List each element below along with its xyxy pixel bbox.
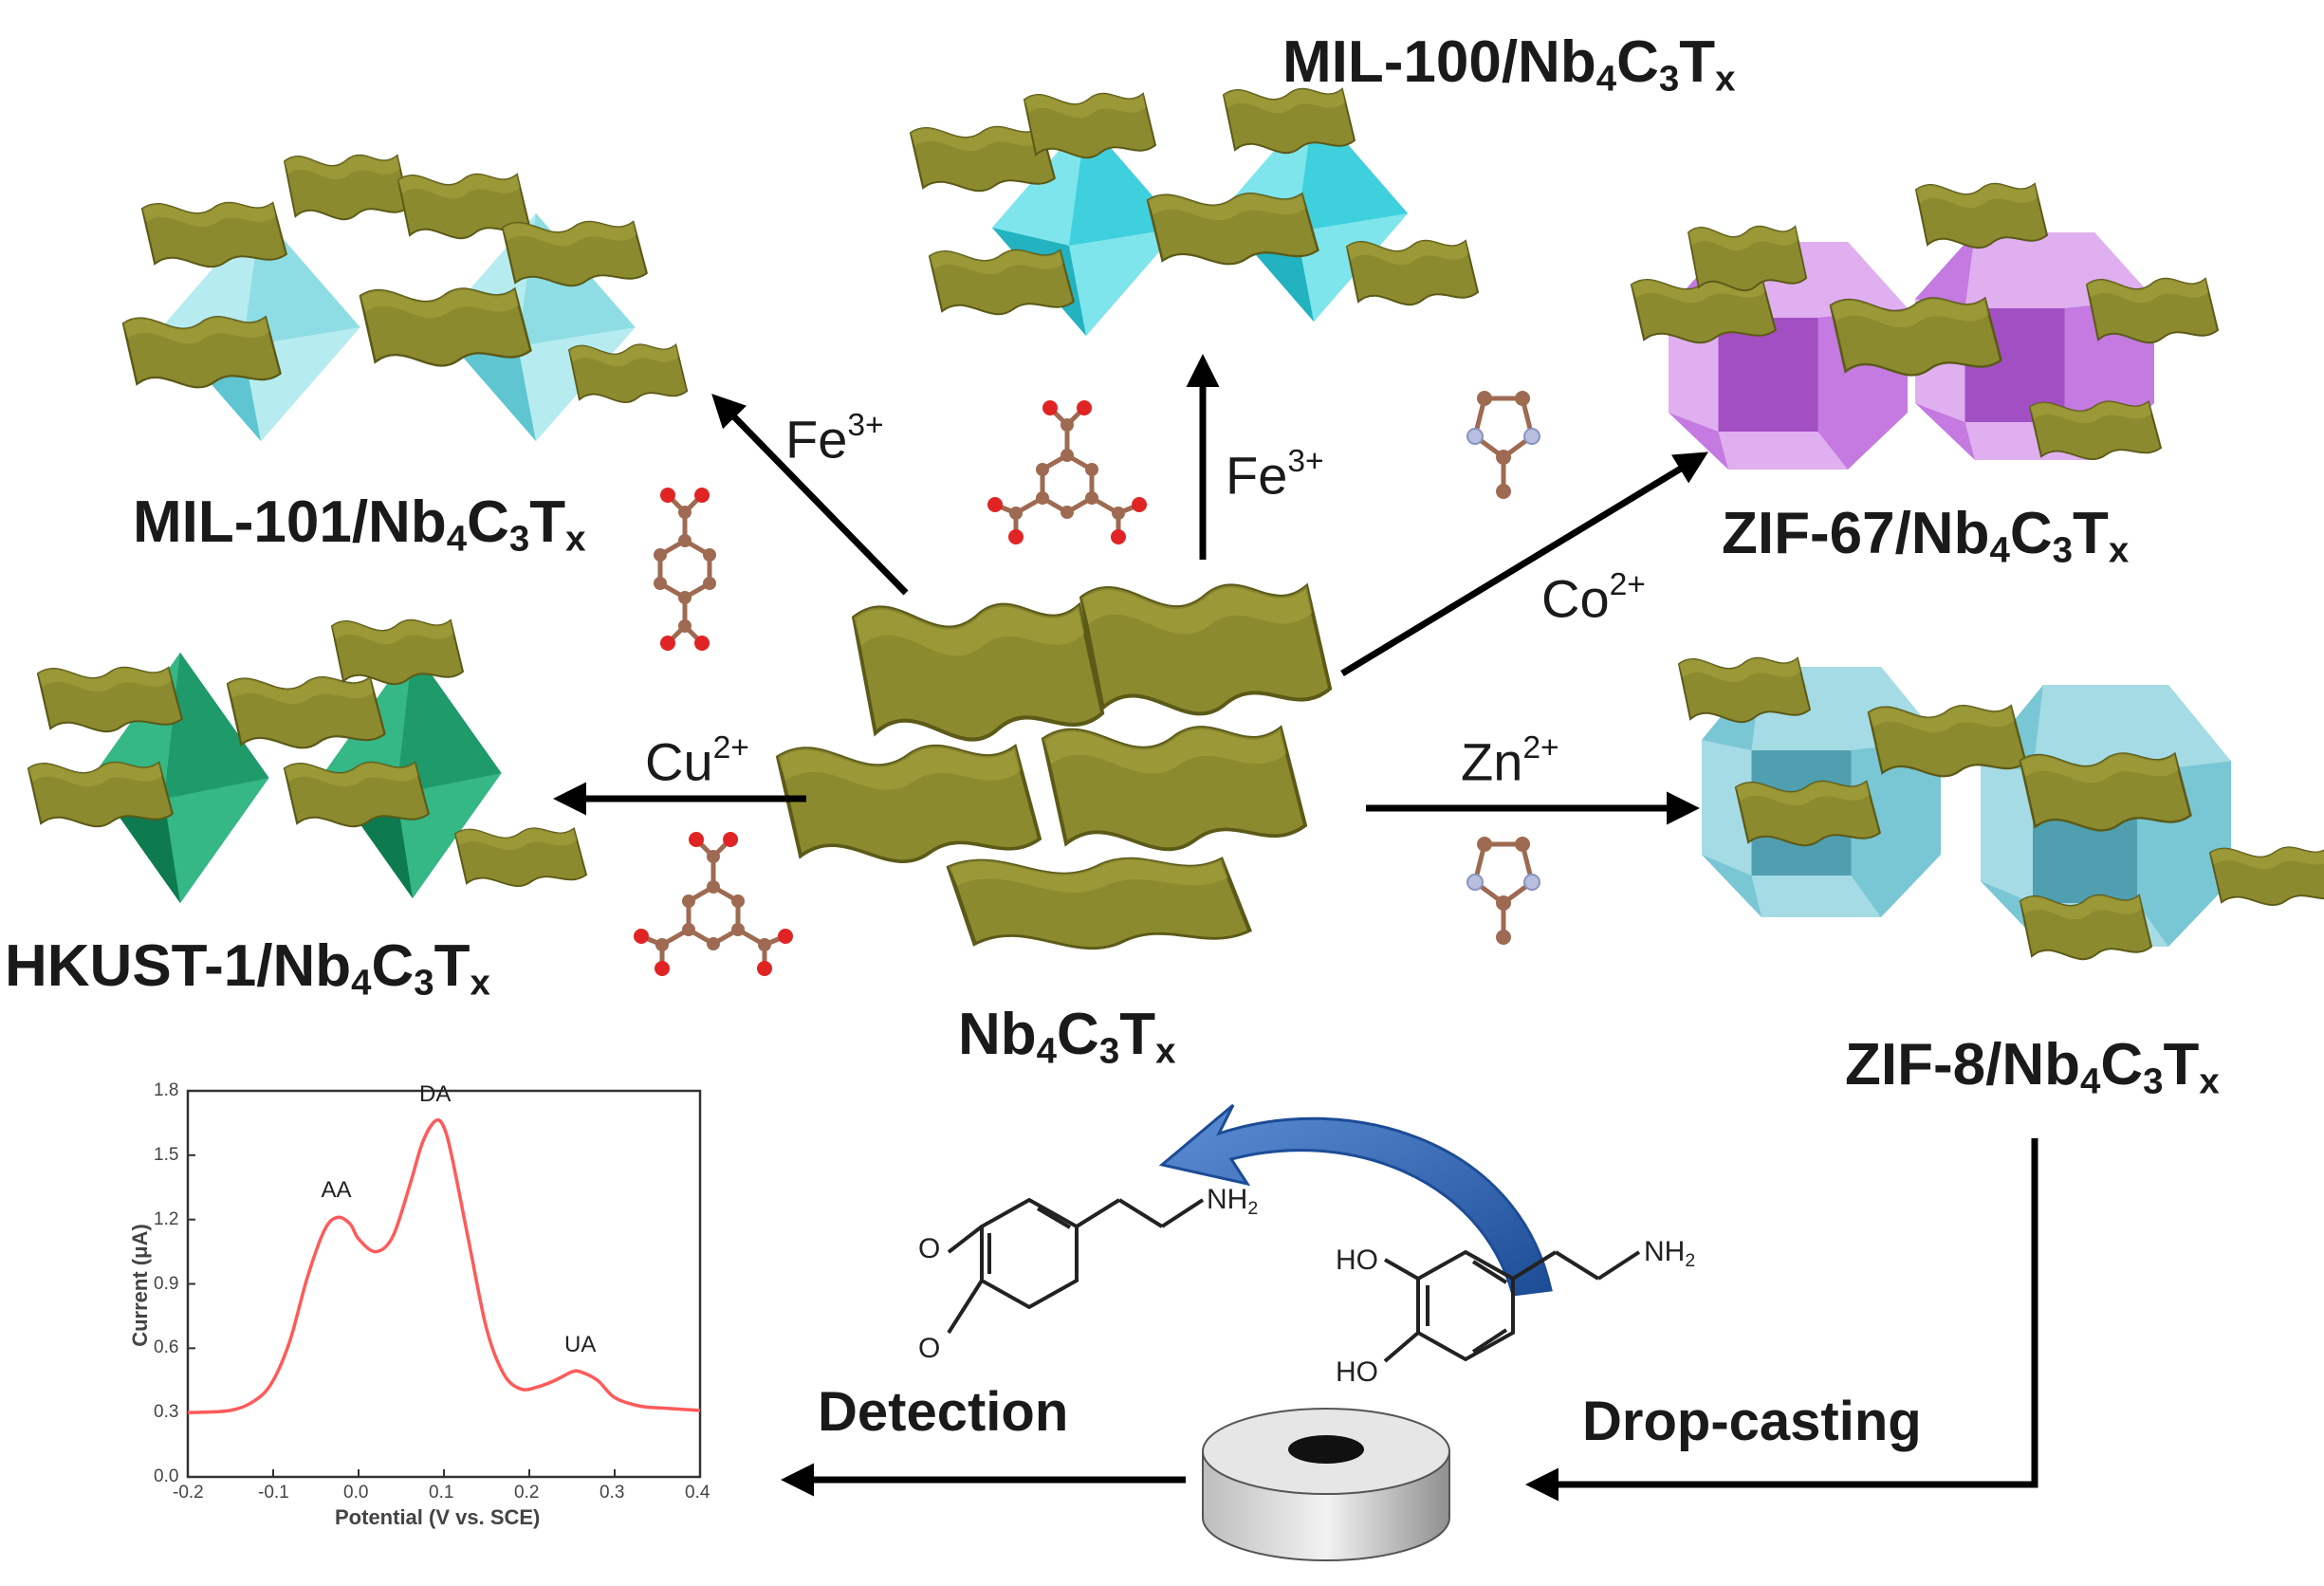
label-zif67: ZIF-67/Nb4C3Tx xyxy=(1722,501,2130,571)
quinone-o-top: O xyxy=(918,1233,941,1264)
oxidation-arrow-icon xyxy=(1158,1103,1553,1297)
dpv-chart xyxy=(186,1089,702,1479)
dopamine-nh2: NH2 xyxy=(1644,1236,1696,1271)
x-axis-title: Potential (V vs. SCE) xyxy=(335,1505,541,1529)
label-nb4c3tx: Nb4C3Tx xyxy=(958,1002,1176,1072)
dpv-curve xyxy=(187,1117,701,1414)
imidazolate-linker-icon-bottom xyxy=(1467,837,1540,945)
label-hkust1: HKUST-1/Nb4C3Tx xyxy=(5,933,490,1004)
quinone-nh2: NH2 xyxy=(1207,1184,1259,1219)
btc-linker-icon-top xyxy=(987,400,1147,544)
dopaminequinone-structure xyxy=(947,1197,1205,1335)
label-zif8: ZIF-8/Nb4C3Tx xyxy=(1845,1032,2220,1102)
x-tick-label: 0.0 xyxy=(343,1483,369,1503)
x-tick-label: 0.1 xyxy=(429,1483,454,1503)
chart-frame xyxy=(186,1089,702,1479)
quinone-o-bottom: O xyxy=(918,1333,941,1364)
x-tick-label: -0.1 xyxy=(258,1483,289,1503)
nb4c3tx-flakes xyxy=(776,583,1333,948)
y-tick-label: 0.3 xyxy=(154,1402,179,1423)
label-mil101: MIL-101/Nb4C3Tx xyxy=(133,489,586,560)
y-axis-title: Current (μA) xyxy=(128,1223,152,1347)
synthesis-arrows xyxy=(553,354,2038,1502)
bdc-linker-icon xyxy=(654,488,716,651)
peak-label-ua: UA xyxy=(564,1332,597,1358)
arrow-drop-casting xyxy=(1525,1138,2038,1502)
dopamine-ho-bottom: HO xyxy=(1336,1356,1378,1388)
dopamine-structure xyxy=(1383,1249,1641,1363)
ion-fe-left: Fe3+ xyxy=(785,408,884,470)
ion-cu: Cu2+ xyxy=(645,730,749,792)
arrow-to-mil101 xyxy=(711,393,909,596)
x-tick-label: 0.2 xyxy=(514,1483,540,1503)
y-tick-label: 0.6 xyxy=(154,1337,179,1358)
peak-label-da: DA xyxy=(419,1080,452,1107)
y-tick-label: 0.9 xyxy=(154,1273,179,1294)
ion-zn: Zn2+ xyxy=(1461,730,1559,792)
zif8-composite xyxy=(1678,656,2324,961)
x-tick-label: -0.2 xyxy=(173,1483,204,1503)
electrode-disc-icon xyxy=(1202,1408,1450,1561)
zif67-composite xyxy=(1630,182,2219,470)
mil100-composite xyxy=(909,87,1479,336)
mil101-composite xyxy=(121,154,689,441)
x-tick-label: 0.3 xyxy=(599,1483,625,1503)
dopamine-ho-top: HO xyxy=(1336,1245,1378,1276)
label-detection: Detection xyxy=(818,1381,1069,1443)
btc-linker-icon-bottom xyxy=(634,832,793,976)
x-tick-label: 0.4 xyxy=(685,1483,710,1503)
arrow-to-zif67 xyxy=(1340,452,1708,676)
label-drop-casting: Drop-casting xyxy=(1582,1391,1922,1452)
y-tick-label: 1.5 xyxy=(154,1144,179,1165)
label-mil100: MIL-100/Nb4C3Tx xyxy=(1282,29,1736,100)
ion-co: Co2+ xyxy=(1541,567,1646,629)
imidazolate-linker-icon-top xyxy=(1467,391,1540,499)
ion-fe-up: Fe3+ xyxy=(1226,444,1324,506)
y-tick-label: 1.8 xyxy=(154,1080,179,1100)
y-tick-label: 0.0 xyxy=(154,1466,179,1486)
peak-label-aa: AA xyxy=(321,1177,352,1204)
y-tick-label: 1.2 xyxy=(154,1208,179,1229)
hkust1-composite xyxy=(27,618,587,903)
